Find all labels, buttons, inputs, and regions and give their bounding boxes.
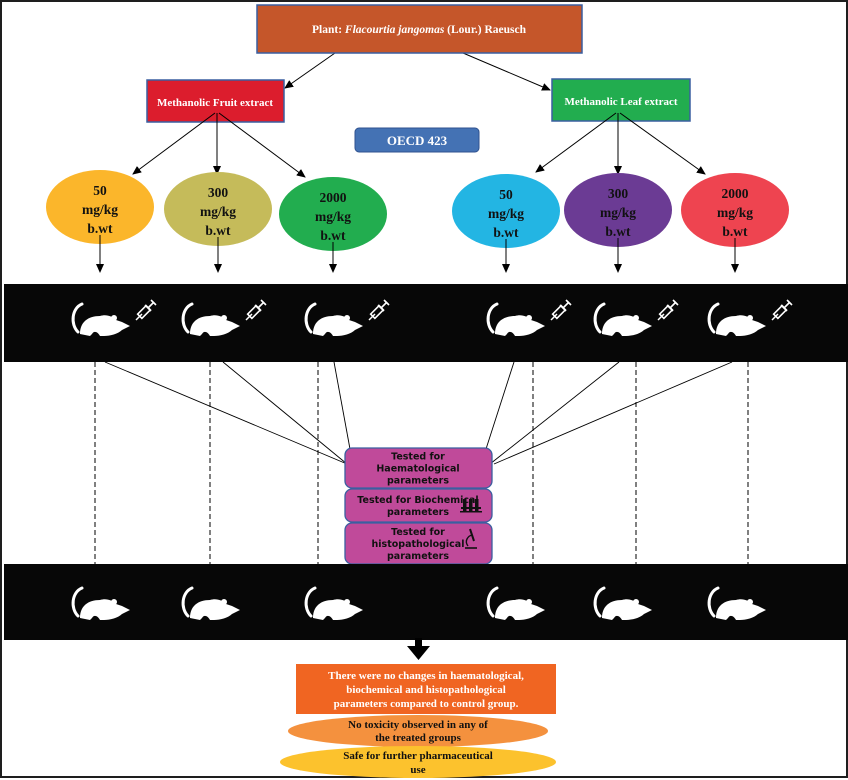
dose-leaf-2000: 2000 mg/kg b.wt [681, 173, 789, 273]
leaf-extract-label: Methanolic Leaf extract [564, 96, 677, 108]
text-line: mg/kg [200, 204, 236, 219]
dose-label: 50 mg/kg b.wt [488, 187, 524, 240]
text-line: b.wt [320, 228, 346, 243]
result-arrow [407, 638, 430, 660]
finding-box: There were no changes in haematological,… [296, 664, 556, 714]
solid-link [222, 361, 348, 465]
text-line: Tested for [391, 452, 445, 463]
text-line: b.wt [605, 224, 631, 239]
text-line: b.wt [493, 225, 519, 240]
plant-label: Plant: Flacourtia jangomas (Lour.) Raeus… [312, 24, 527, 36]
treated-animals-band [4, 284, 848, 362]
text-line: histopathological [372, 539, 465, 550]
plant-species: Flacourtia jangomas [344, 24, 445, 36]
dose-label: 2000 mg/kg b.wt [315, 190, 351, 243]
solid-link [485, 361, 515, 450]
text-line: mg/kg [82, 202, 118, 217]
dose-ellipse [164, 172, 272, 246]
text-line: No toxicity observed in any of [348, 719, 488, 731]
arrow-plant-to-fruit [284, 52, 336, 89]
text-line: b.wt [87, 221, 113, 236]
text-line: Haematological [376, 464, 459, 475]
text-line: the treated groups [375, 732, 461, 744]
text-line: mg/kg [717, 205, 753, 220]
text-line: use [410, 764, 425, 776]
text-line: Tested for Biochemical [357, 495, 478, 506]
dose-label: 300 mg/kg b.wt [600, 186, 636, 239]
post-test-animals-band [4, 564, 848, 640]
dose-leaf-50: 50 mg/kg b.wt [452, 174, 560, 273]
text-line: Safe for further pharmaceutical [343, 750, 493, 762]
text-line: b.wt [205, 223, 231, 238]
oecd-label: OECD 423 [387, 133, 448, 148]
plant-prefix: Plant: [312, 24, 345, 36]
group-links [94, 361, 749, 564]
solid-link [104, 361, 348, 465]
arrow-plant-to-leaf [462, 52, 551, 91]
oecd-guideline-box: OECD 423 [354, 127, 480, 153]
plant-authority: (Lour.) Raeusch [444, 24, 526, 36]
dose-fruit-2000: 2000 mg/kg b.wt [279, 177, 387, 273]
text-line: 50 [93, 183, 107, 198]
dose-ellipse [279, 177, 387, 251]
test-tubes-icon [460, 499, 482, 513]
text-line: b.wt [722, 224, 748, 239]
solid-link [333, 361, 351, 450]
arrow-fruit-to-2000 [218, 112, 306, 178]
text-line: mg/kg [600, 205, 636, 220]
text-line: 2000 [722, 186, 749, 201]
dose-groups: 50 mg/kg b.wt 300 mg/kg b.wt 2000 mg/kg b.wt 50 mg… [46, 170, 789, 273]
dose-fruit-300: 300 mg/kg b.wt [164, 172, 272, 273]
dose-ellipse [564, 173, 672, 247]
text-line: parameters [387, 551, 449, 562]
text-line: There were no changes in haematological, [328, 670, 524, 682]
text-line: 300 [608, 186, 629, 201]
arrow-fruit-to-50 [132, 112, 216, 175]
text-line: 2000 [320, 190, 347, 205]
dose-connectors [132, 112, 706, 178]
safety-text: Safe for further pharmaceutical use [343, 750, 493, 776]
text-line: 300 [208, 185, 229, 200]
text-line: Tested for [391, 527, 445, 538]
dose-fruit-50: 50 mg/kg b.wt [46, 170, 154, 273]
leaf-extract-box: Methanolic Leaf extract [551, 78, 691, 122]
text-line: mg/kg [315, 209, 351, 224]
dose-ellipse [452, 174, 560, 248]
microscope-icon [465, 528, 477, 549]
connectors [284, 52, 551, 91]
text-line: parameters [387, 476, 449, 487]
text-line: mg/kg [488, 206, 524, 221]
solid-link [489, 361, 620, 465]
solid-link [493, 361, 733, 465]
fruit-extract-label: Methanolic Fruit extract [157, 97, 273, 109]
text-line: parameters compared to control group. [334, 698, 519, 710]
arrow-leaf-to-2000 [619, 112, 706, 175]
dose-label: 300 mg/kg b.wt [200, 185, 236, 238]
dose-label: 50 mg/kg b.wt [82, 183, 118, 236]
dose-ellipse [681, 173, 789, 247]
text-line: 50 [499, 187, 513, 202]
text-line: parameters [387, 507, 449, 518]
safety-ellipse: Safe for further pharmaceutical use [280, 746, 556, 778]
dose-leaf-300: 300 mg/kg b.wt [564, 173, 672, 273]
plant-box: Plant: Flacourtia jangomas (Lour.) Raeus… [256, 4, 583, 54]
dose-label: 2000 mg/kg b.wt [717, 186, 753, 239]
finding-text: There were no changes in haematological,… [328, 670, 524, 710]
fruit-extract-box: Methanolic Fruit extract [146, 79, 285, 123]
text-line: biochemical and histopathological [346, 684, 506, 696]
arrow-leaf-to-50 [535, 112, 617, 173]
dose-ellipse [46, 170, 154, 244]
